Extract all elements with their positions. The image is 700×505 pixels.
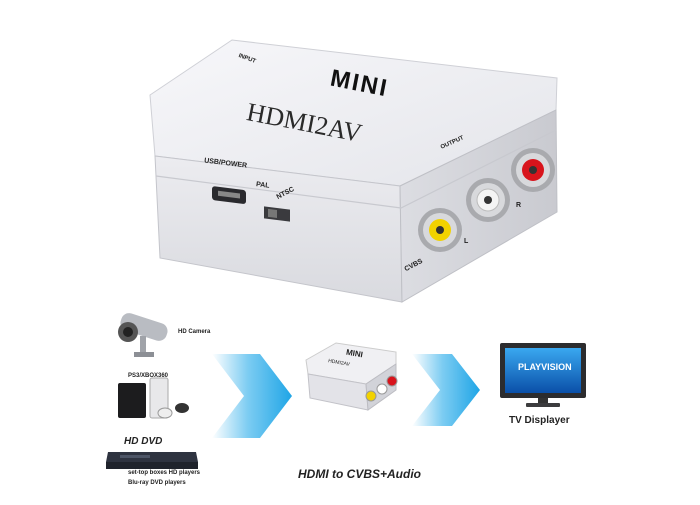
arrow-to-converter-icon: [212, 354, 292, 438]
rca-connector-audio-right: [511, 148, 555, 192]
tv-displayer-label: TV Displayer: [509, 415, 570, 426]
consoles-label: PS3/XBOX360: [128, 373, 169, 379]
rca-connector-audio-left: [466, 178, 510, 222]
right-channel-label: R: [516, 202, 522, 209]
tv-brand-text: PLAYVISION: [518, 362, 572, 372]
left-channel-label: L: [464, 238, 469, 245]
converter-box: [149, 39, 558, 303]
arrow-to-tv-icon: [412, 354, 480, 426]
settop-label: set-top boxes HD players: [128, 470, 201, 476]
dvd-player-image: [106, 452, 198, 469]
bluray-label: Blu-ray DVD players: [128, 480, 186, 486]
hd-camera-image: [118, 313, 168, 357]
tv-image: [500, 343, 586, 407]
small-converter-image: [305, 342, 398, 411]
pal-label: PAL: [255, 181, 270, 190]
hd-camera-label: HD Camera: [178, 329, 211, 335]
hd-dvd-logo: HD DVD: [124, 436, 163, 447]
usb-port: [212, 186, 246, 204]
rca-connector-video: [418, 208, 462, 252]
game-console-image: [118, 377, 189, 419]
diagram-caption: HDMI to CVBS+Audio: [298, 467, 421, 481]
pal-ntsc-switch: [264, 206, 290, 222]
